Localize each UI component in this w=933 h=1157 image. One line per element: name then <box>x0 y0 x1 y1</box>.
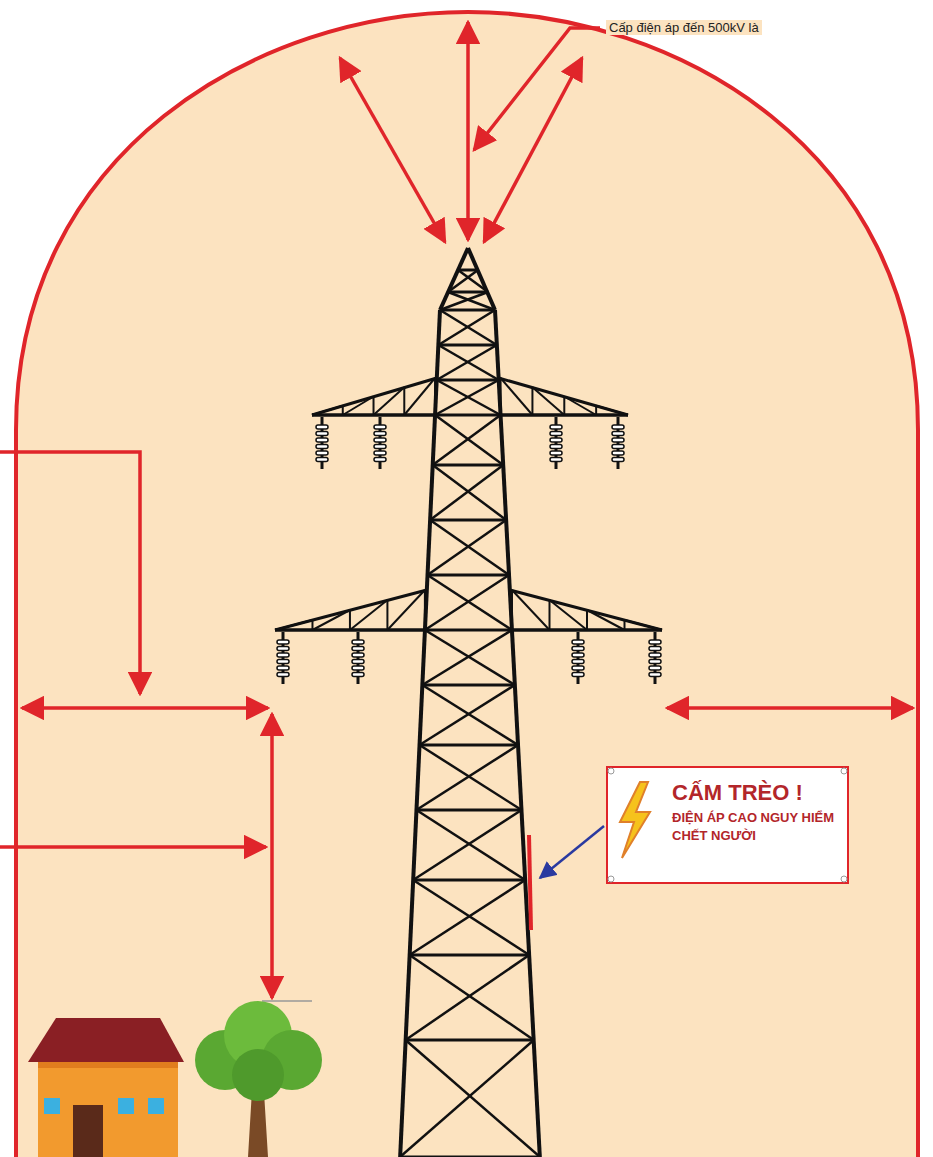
clearance-arrows <box>0 22 913 998</box>
tree <box>195 1001 322 1157</box>
warning-plate <box>529 835 531 930</box>
tower <box>275 248 662 1157</box>
insulators <box>277 417 661 684</box>
lightning-icon <box>620 782 650 858</box>
top-note: Cấp điện áp đến 500kV là <box>606 20 762 35</box>
sign-board <box>607 767 848 883</box>
safety-corridor <box>16 12 918 1157</box>
house <box>28 1018 184 1157</box>
sign-heading: CẤM TRÈO ! <box>672 780 844 805</box>
warning-sign: CẤM TRÈO ! ĐIỆN ÁP CAO NGUY HIỂM CHẾT NGƯ… <box>672 780 844 844</box>
leader-line <box>540 826 604 878</box>
sign-text: ĐIỆN ÁP CAO NGUY HIỂM CHẾT NGƯỜI <box>672 809 844 844</box>
ground-level <box>262 1000 312 1002</box>
